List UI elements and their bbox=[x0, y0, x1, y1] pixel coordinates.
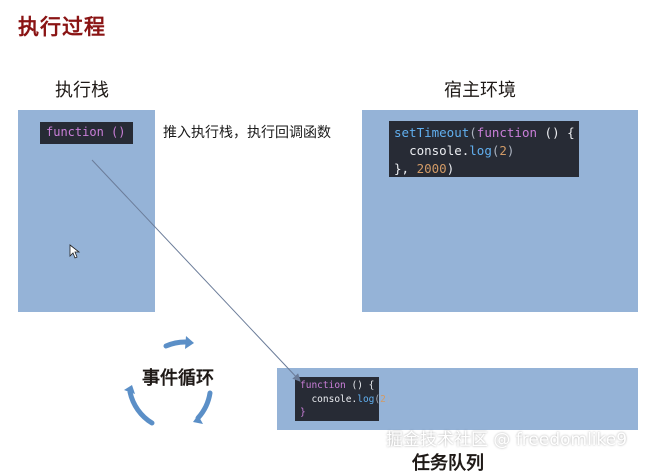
code-token: () { bbox=[345, 380, 375, 391]
host-code-block: setTimeout(function () { console.log(2) … bbox=[389, 121, 579, 177]
code-token: }, bbox=[394, 161, 417, 176]
code-token: function bbox=[476, 125, 538, 140]
task-queue-label: 任务队列 bbox=[412, 453, 484, 474]
code-token: log bbox=[357, 393, 375, 405]
event-loop-arrowheads bbox=[124, 336, 203, 424]
diagram-overlay bbox=[69, 159, 301, 426]
code-token: log bbox=[469, 143, 492, 158]
code-token: ) bbox=[446, 161, 455, 176]
queue-code-block: function () { console.log(2) } bbox=[295, 377, 392, 421]
host-label: 宿主环境 bbox=[444, 80, 516, 101]
watermark: 掘金技术社区 @ freedomlike9 bbox=[386, 430, 628, 450]
code-token: 2000 bbox=[416, 161, 447, 176]
push-to-stack-note: 推入执行栈，执行回调函数 bbox=[163, 125, 331, 141]
page-title: 执行过程 bbox=[18, 15, 106, 39]
event-loop-label: 事件循环 bbox=[142, 368, 214, 389]
code-token: 2 bbox=[499, 143, 507, 158]
code-token: console. bbox=[311, 393, 358, 405]
code-token: setTimeout bbox=[394, 125, 470, 140]
event-loop-cycle-icon bbox=[127, 339, 213, 426]
code-token: 2 bbox=[380, 393, 386, 405]
callback-arrow bbox=[91, 159, 301, 382]
code-token: } bbox=[300, 407, 306, 418]
code-token: function bbox=[300, 380, 346, 391]
mouse-cursor-icon bbox=[69, 244, 81, 259]
stack-code-block: function () bbox=[40, 122, 133, 144]
code-token: () { bbox=[537, 125, 575, 140]
stack-label: 执行栈 bbox=[55, 80, 109, 101]
code-token: console. bbox=[409, 143, 470, 158]
